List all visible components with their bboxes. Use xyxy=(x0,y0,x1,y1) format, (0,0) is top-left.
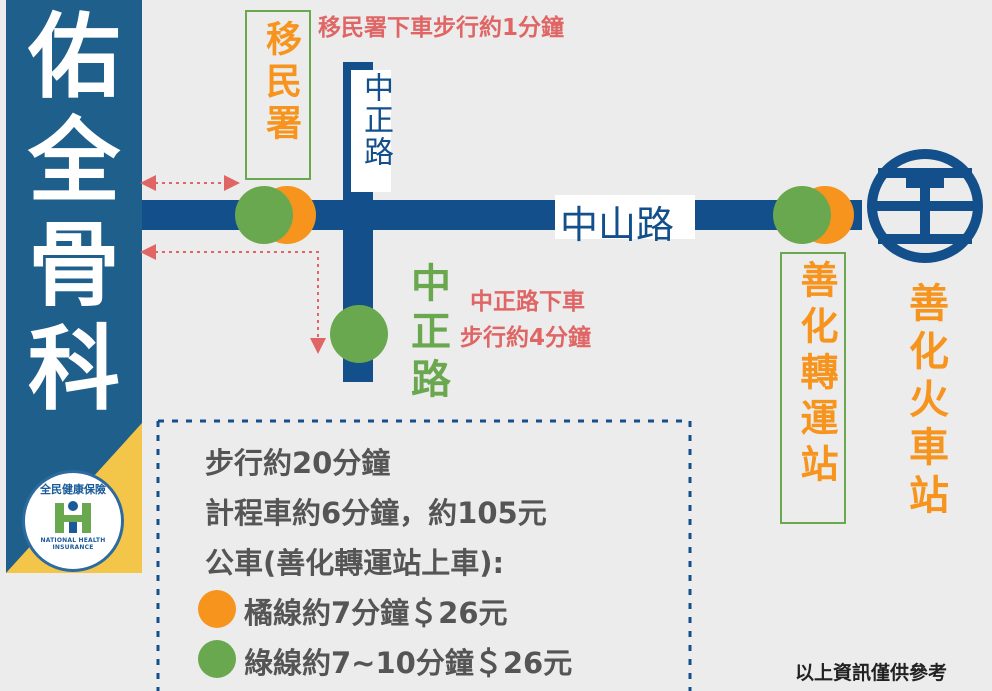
bus-header-info: 公車(善化轉運站上車): xyxy=(205,546,505,580)
nhi-logo-text-top: 全民健康保險 xyxy=(40,483,106,496)
taiwan-railway-logo-icon xyxy=(867,149,983,263)
transfer-green-stop xyxy=(773,186,831,244)
zhongzheng-label-bg xyxy=(351,70,391,192)
nhi-logo-text-bottom: NATIONAL HEALTH INSURANCE xyxy=(40,537,106,551)
green-line-dot xyxy=(198,640,236,678)
immigration-label-box xyxy=(245,10,311,180)
clinic-name-char-3: 骨 xyxy=(27,212,120,319)
zhongzheng-road-label-top: 中正路 xyxy=(358,72,393,168)
zhongzheng-green-stop xyxy=(330,305,388,363)
clinic-name-char-2: 全 xyxy=(27,108,120,215)
zhongzheng-walk-note-2: 步行約4分鐘 xyxy=(460,325,592,351)
orange-line-info: 橘線約7分鐘＄26元 xyxy=(244,596,508,630)
zhongshan-road-label: 中山路 xyxy=(560,203,675,247)
nhi-logo-icon: 全民健康保險 NATIONAL HEALTH INSURANCE xyxy=(22,470,124,572)
railway-station-label: 善化火車站 xyxy=(902,282,948,522)
immigration-walk-note: 移民署下車步行約1分鐘 xyxy=(318,15,565,41)
disclaimer: 以上資訊僅供參考 xyxy=(795,662,948,684)
zhongzheng-walk-note-1: 中正路下車 xyxy=(470,289,585,315)
immigration-green-stop xyxy=(235,186,293,244)
transfer-label-box xyxy=(780,252,846,524)
walk-time-info: 步行約20分鐘 xyxy=(205,446,391,480)
zhongshan-label-bg xyxy=(555,195,695,239)
clinic-name-char-1: 佑 xyxy=(27,4,120,111)
taxi-info: 計程車約6分鐘，約105元 xyxy=(205,496,547,530)
zhongzheng-walk-arrow xyxy=(140,244,326,354)
orange-line-dot xyxy=(198,590,236,628)
clinic-name-char-4: 科 xyxy=(27,316,120,423)
transfer-station-label: 善化轉運站 xyxy=(794,260,838,490)
clinic-banner: 佑 全 骨 科 xyxy=(6,0,142,573)
green-line-info: 綠線約7~10分鐘＄26元 xyxy=(244,646,573,680)
immigration-stop-label: 移民署 xyxy=(260,20,301,146)
nhi-mark-icon xyxy=(55,501,91,533)
zhongzheng-stop-label: 中正路 xyxy=(404,262,450,406)
